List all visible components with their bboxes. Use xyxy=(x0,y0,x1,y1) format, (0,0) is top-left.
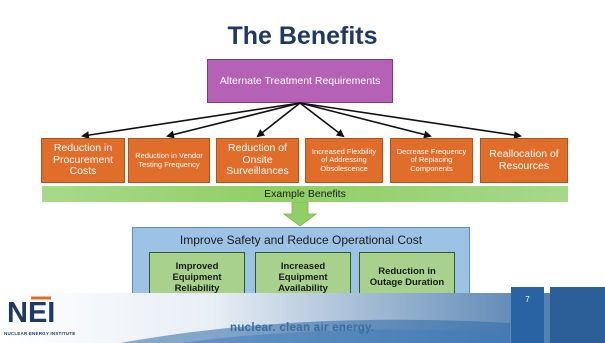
arrow-to-benefit-5 xyxy=(299,102,432,139)
improve-safety-title: Improve Safety and Reduce Operational Co… xyxy=(179,233,423,247)
down-arrow xyxy=(282,201,318,227)
result-label: Reduction in Outage Duration xyxy=(369,266,445,288)
benefit-label: Increased Flexbility of Addressing Obsol… xyxy=(311,147,377,173)
nei-logo-subtitle: NUCLEAR ENERGY INSTITUTE xyxy=(4,331,76,336)
benefit-label: Reduction in Procurement Costs xyxy=(52,142,114,178)
alternate-treatment-label: Alternate Treatment Requirements xyxy=(219,75,381,87)
benefit-box-3: Reduction of Onsite Surveillances xyxy=(216,138,299,183)
arrow-to-benefit-3 xyxy=(256,102,301,138)
page-number: 7 xyxy=(511,287,544,343)
benefit-box-5: Decrease Frequency of Replacing Componen… xyxy=(390,138,473,183)
alternate-treatment-box: Alternate Treatment Requirements xyxy=(207,59,393,103)
benefit-label: Reduction of Onsite Surveillances xyxy=(226,142,289,178)
benefit-box-4: Increased Flexbility of Addressing Obsol… xyxy=(305,138,383,183)
arrow-to-benefit-2 xyxy=(166,102,301,139)
footer-right-strip xyxy=(550,287,605,343)
benefit-box-1: Reduction in Procurement Costs xyxy=(41,138,125,183)
result-label: Increased Equipment Availability xyxy=(278,260,328,294)
arrow-to-benefit-1 xyxy=(81,102,301,140)
benefit-label: Reduction in Vendor Testing Frequency xyxy=(135,151,203,169)
benefit-label: Reallocation of Resources xyxy=(489,147,559,172)
footer-band xyxy=(0,293,605,343)
benefit-box-2: Reduction in Vendor Testing Frequency xyxy=(128,138,210,183)
svg-text:NEI: NEI xyxy=(7,297,55,326)
example-benefits-bar: Example Benefits xyxy=(42,186,568,202)
arrow-to-benefit-4 xyxy=(299,102,345,138)
arrow-to-benefit-6 xyxy=(299,102,522,140)
result-label: Improved Equipment Reliability xyxy=(172,260,222,294)
benefit-label: Decrease Frequency of Replacing Componen… xyxy=(396,147,467,173)
footer-tagline: nuclear. clean air energy. xyxy=(230,322,375,334)
nei-logo: NEI xyxy=(7,296,55,326)
benefit-box-6: Reallocation of Resources xyxy=(480,138,568,183)
slide-title: The Benefits xyxy=(227,22,378,50)
